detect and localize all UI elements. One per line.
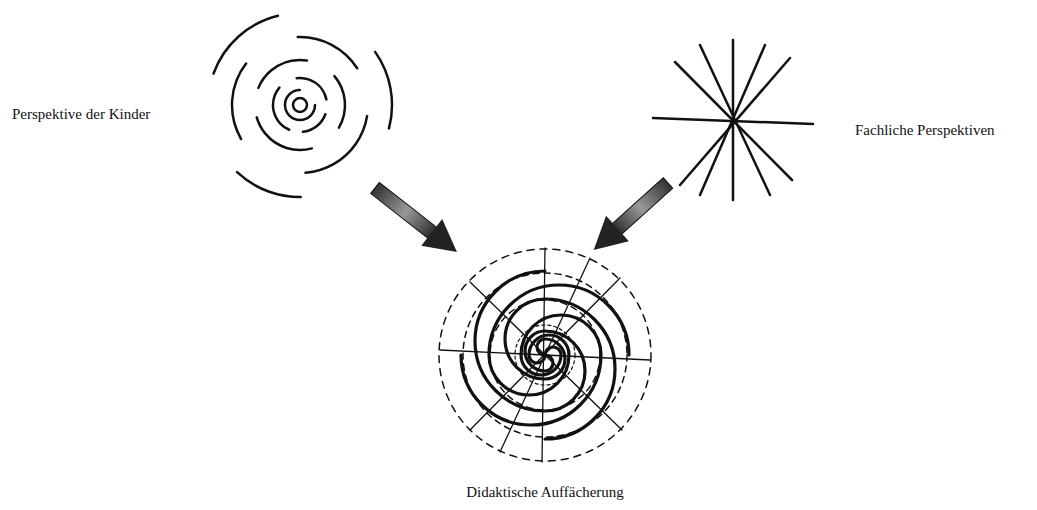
subject-perspectives-star <box>653 40 813 200</box>
figure-label: Didaktische Auffächerung <box>466 484 624 501</box>
figure-label: Fachliche Perspektiven <box>855 122 995 139</box>
merge-arrow <box>365 175 468 266</box>
figure-label: Perspektive der Kinder <box>12 106 150 123</box>
merge-arrow <box>582 170 679 262</box>
didactic-spiral <box>439 248 651 462</box>
